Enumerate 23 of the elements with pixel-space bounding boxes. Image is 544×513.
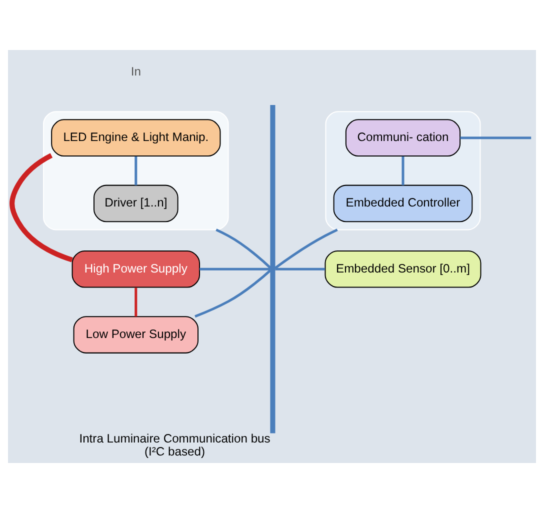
connector: [274, 228, 338, 270]
node-label: (I²C based): [144, 444, 206, 459]
connector: [134, 156, 138, 186]
connector: [134, 288, 138, 317]
node-box: Low Power Supply: [73, 316, 198, 354]
cluster: [325, 111, 481, 230]
node-box: LED Engine & Light Manip.: [51, 119, 221, 157]
label: In: [130, 64, 141, 78]
connector: [216, 228, 272, 269]
connector: [194, 269, 272, 318]
node-box: Communi- cation: [345, 119, 461, 157]
node-label: Intra Luminaire Communication bus: [79, 431, 270, 446]
connector: [402, 156, 404, 186]
node-box: Driver [1..n]: [94, 184, 178, 222]
node-box: Embedded Sensor [0..m]: [324, 250, 482, 288]
node-bar: [270, 105, 276, 434]
connector: [10, 153, 73, 262]
node-box: Embedded Controller: [333, 184, 473, 222]
connector: [275, 268, 325, 270]
node-box: High Power Supply: [72, 250, 200, 288]
connector: [460, 136, 532, 140]
cluster: [43, 111, 229, 230]
connector: [200, 268, 270, 270]
